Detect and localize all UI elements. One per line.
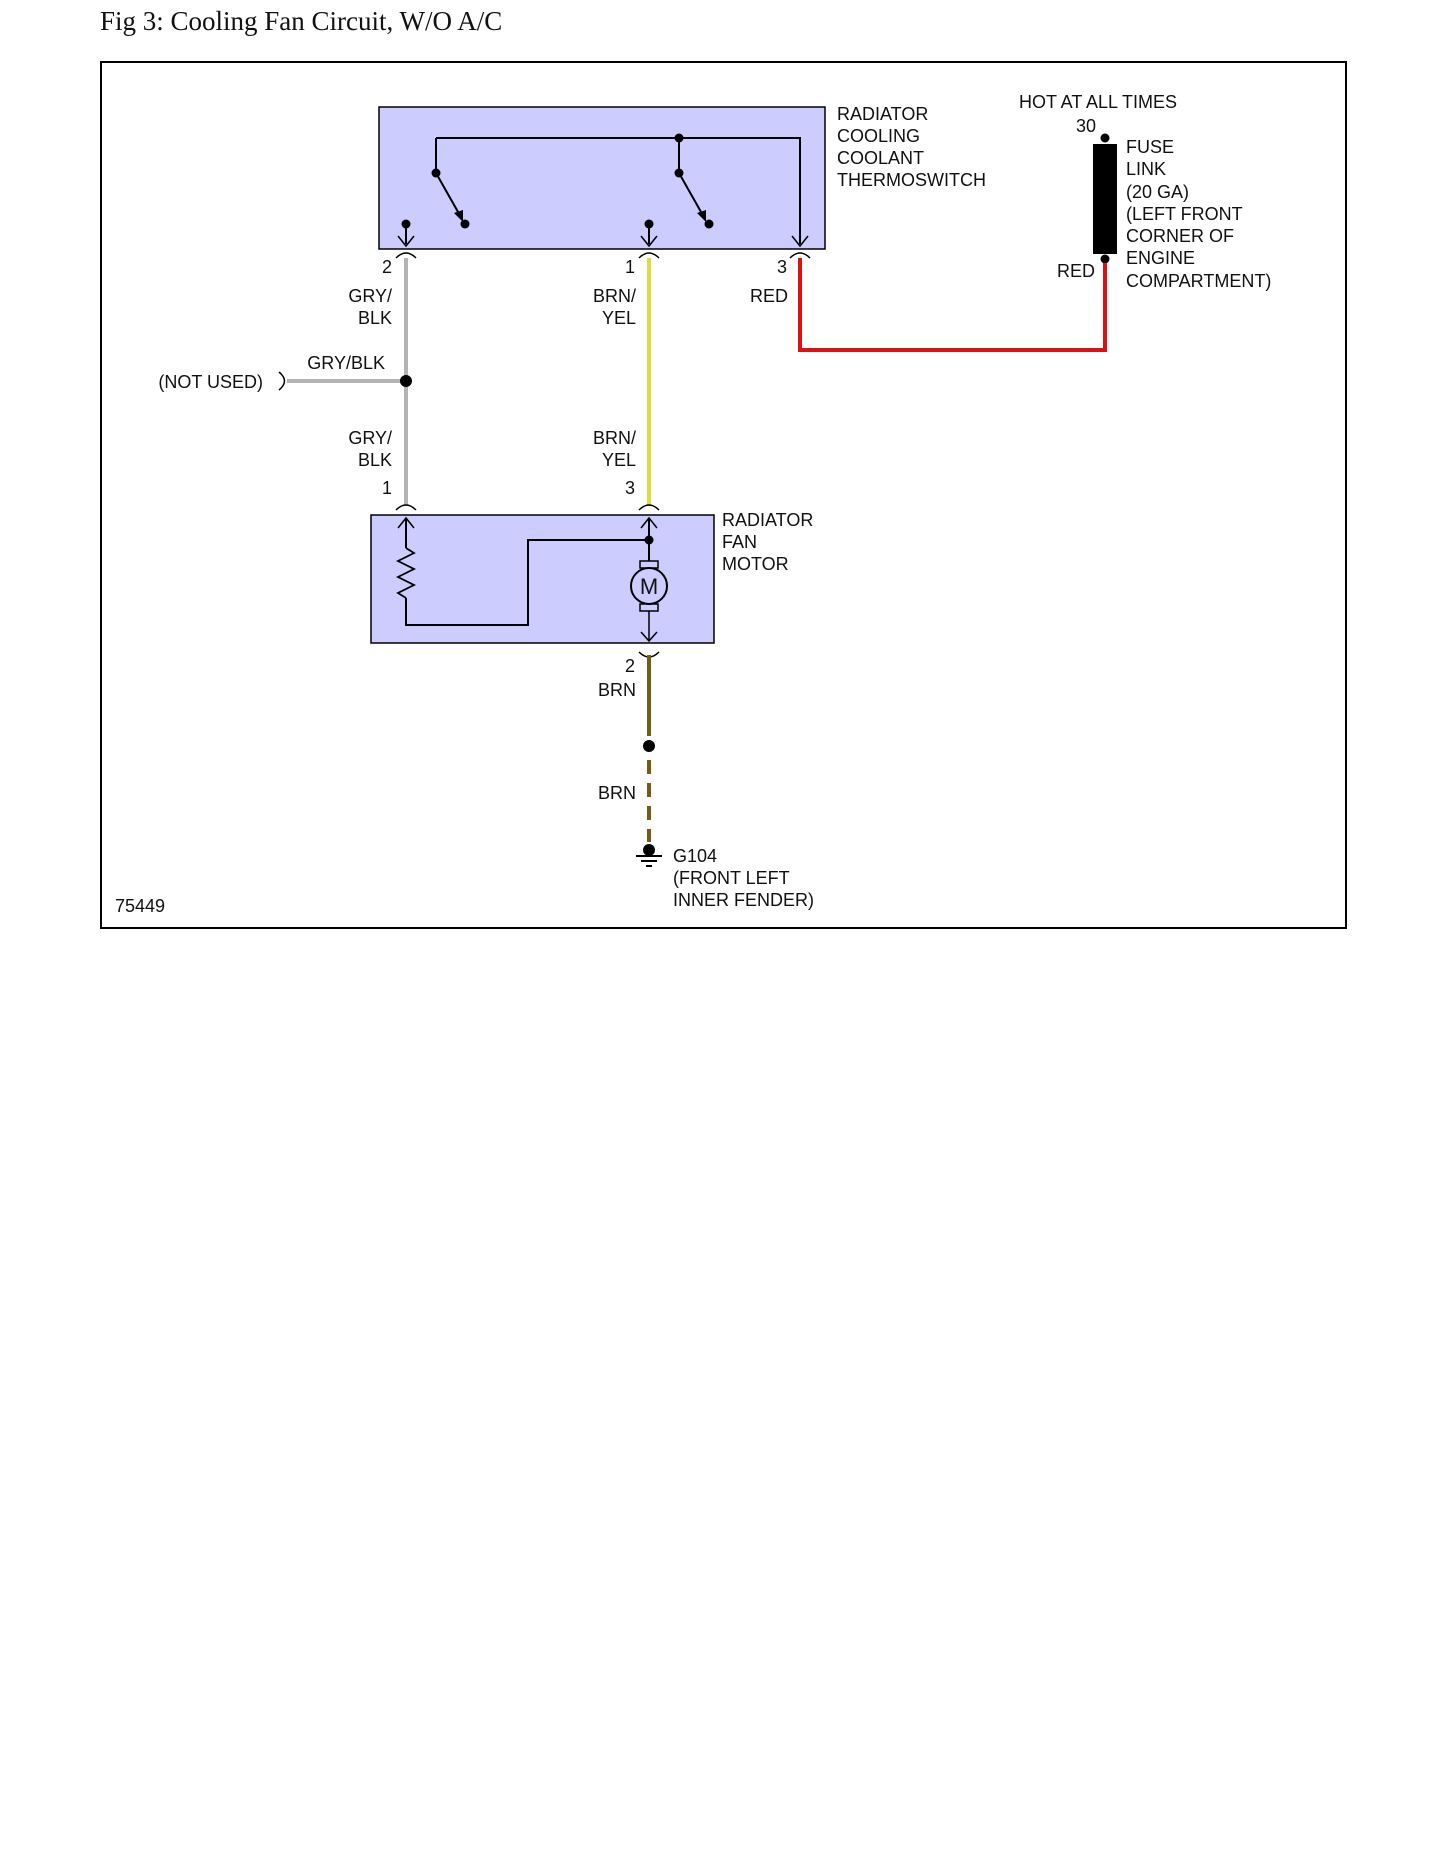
connector-hood-motor-pin1 xyxy=(395,504,417,511)
splice-gry-blk xyxy=(400,375,412,387)
wire-red xyxy=(798,258,1107,352)
thermoswitch-name-3: COOLANT xyxy=(837,148,924,168)
thermoswitch-contact-left xyxy=(397,168,470,248)
hot-at-all-times-label: HOT AT ALL TIMES xyxy=(1019,92,1177,112)
thermoswitch-pin-1: 1 xyxy=(625,257,635,277)
thermoswitch-name-2: COOLING xyxy=(837,126,920,146)
thermoswitch: RADIATOR COOLING COOLANT THERMOSWITCH 2 … xyxy=(378,104,986,277)
wire-label-pin1-lower-2: YEL xyxy=(602,450,636,470)
fan-motor-symbol-letter: M xyxy=(640,574,658,599)
fuse-link-label-3: (20 GA) xyxy=(1126,182,1189,202)
figure-title: Fig 3: Cooling Fan Circuit, W/O A/C xyxy=(100,6,503,36)
wire-label-pin2-lower-2: BLK xyxy=(358,450,392,470)
thermoswitch-name-1: RADIATOR xyxy=(837,104,928,124)
wire-label-pin3: RED xyxy=(750,286,788,306)
thermoswitch-pin-3: 3 xyxy=(777,257,787,277)
ground-label-1: G104 xyxy=(673,846,717,866)
not-used-connector xyxy=(278,371,286,391)
fan-motor-body xyxy=(370,514,715,644)
fuse-link-label-7: COMPARTMENT) xyxy=(1126,271,1271,291)
fan-motor-pin-1: 1 xyxy=(382,478,392,498)
not-used-label: (NOT USED) xyxy=(158,372,263,392)
wire-label-pin1-upper-1: BRN/ xyxy=(593,286,636,306)
wire-label-pin2-upper-2: BLK xyxy=(358,308,392,328)
radiator-fan-motor: 1 3 M RADIATOR FAN MOTOR 2 xyxy=(370,478,813,676)
fan-motor-pin-2: 2 xyxy=(625,656,635,676)
thermoswitch-arrow-pin3 xyxy=(791,235,809,248)
wire-label-pin2-upper-1: GRY/ xyxy=(348,286,392,306)
fuse-link-label-6: ENGINE xyxy=(1126,248,1195,268)
fuse-link-body xyxy=(1093,144,1117,254)
diagram-frame xyxy=(100,61,1347,929)
ground-label-2: (FRONT LEFT xyxy=(673,868,790,888)
wire-label-brn-upper: BRN xyxy=(598,680,636,700)
fuse-link-label-2: LINK xyxy=(1126,159,1166,179)
thermoswitch-pin-2: 2 xyxy=(382,257,392,277)
fan-motor-resistor xyxy=(395,547,417,599)
figure-id: 75449 xyxy=(115,896,165,916)
fan-motor-name-1: RADIATOR xyxy=(722,510,813,530)
ground-circuit: BRN BRN G104 (FRONT LEFT INNER FENDER) xyxy=(598,655,814,910)
connector-hood-pin1 xyxy=(638,252,660,259)
fuse-link-terminal-top xyxy=(1100,133,1110,143)
fuse-link-label-1: FUSE xyxy=(1126,137,1174,157)
fuse-link-label-4: (LEFT FRONT xyxy=(1126,204,1243,224)
connector-hood-pin3 xyxy=(789,252,811,259)
wire-gry-blk xyxy=(278,258,412,506)
ground-symbol xyxy=(636,844,662,867)
thermoswitch-junction xyxy=(674,133,684,143)
fan-motor-pin-3: 3 xyxy=(625,478,635,498)
wire-label-splice-branch: GRY/BLK xyxy=(307,353,385,373)
terminal-30-label: 30 xyxy=(1076,116,1096,136)
thermoswitch-name-4: THERMOSWITCH xyxy=(837,170,986,190)
thermoswitch-contact-right xyxy=(640,168,714,248)
connector-hood-motor-pin3 xyxy=(638,504,660,511)
splice-brn xyxy=(643,740,655,752)
thermoswitch-bus xyxy=(436,137,801,244)
wire-label-pin1-upper-2: YEL xyxy=(602,308,636,328)
connector-hood-pin2 xyxy=(395,252,417,259)
wire-label-brn-lower: BRN xyxy=(598,783,636,803)
wire-label-pin2-lower-1: GRY/ xyxy=(348,428,392,448)
fuse-link-label-5: CORNER OF xyxy=(1126,226,1234,246)
ground-label-3: INNER FENDER) xyxy=(673,890,814,910)
power-source: HOT AT ALL TIMES 30 FUSE LINK (20 GA) (L… xyxy=(1019,92,1271,291)
thermoswitch-body xyxy=(378,106,826,250)
fuse-link-wire-color: RED xyxy=(1057,261,1095,281)
fan-motor-name-3: MOTOR xyxy=(722,554,789,574)
fuse-link-terminal-bottom xyxy=(1100,254,1110,264)
fan-motor-name-2: FAN xyxy=(722,532,757,552)
wire-label-pin1-lower-1: BRN/ xyxy=(593,428,636,448)
